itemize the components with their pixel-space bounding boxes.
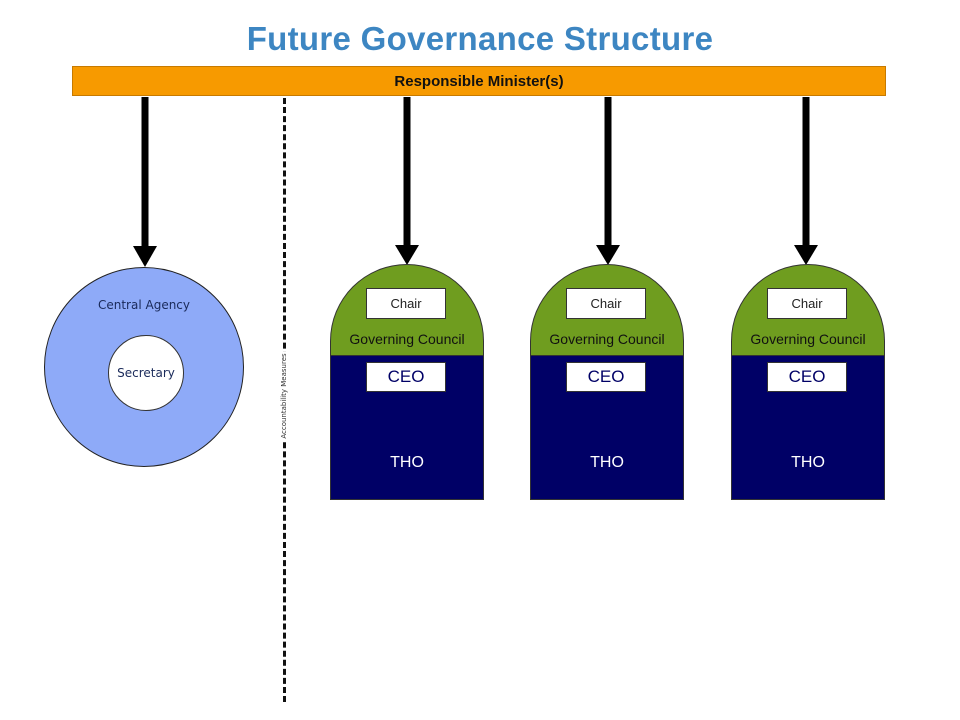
tho-unit-2: Chair Governing Council CEO THO	[530, 264, 684, 500]
arrow-to-central-agency	[133, 97, 157, 267]
secretary-circle: Secretary	[108, 335, 184, 411]
chair-box: Chair	[767, 288, 847, 319]
arrow-to-tho-2	[596, 97, 620, 265]
accountability-measures-label: Accountability Measures	[280, 351, 288, 441]
central-agency-circle: Central Agency Secretary	[44, 267, 244, 467]
chair-box: Chair	[366, 288, 446, 319]
ceo-box: CEO	[366, 362, 446, 392]
tho-unit-3: Chair Governing Council CEO THO	[731, 264, 885, 500]
tho-label: THO	[791, 454, 825, 471]
governing-council-label: Governing Council	[750, 331, 866, 347]
tho-label: THO	[390, 454, 424, 471]
chair-box: Chair	[566, 288, 646, 319]
tho-unit-1: Chair Governing Council CEO THO	[330, 264, 484, 500]
central-agency-label: Central Agency	[97, 298, 191, 312]
tho-label: THO	[590, 454, 624, 471]
minister-bar-label: Responsible Minister(s)	[394, 72, 564, 90]
responsible-minister-bar: Responsible Minister(s)	[72, 66, 886, 96]
secretary-label: Secretary	[117, 366, 175, 380]
arrow-to-tho-3	[794, 97, 818, 265]
ceo-box: CEO	[566, 362, 646, 392]
arrow-to-tho-1	[395, 97, 419, 265]
page-title: Future Governance Structure	[246, 20, 714, 57]
ceo-box: CEO	[767, 362, 847, 392]
governing-council-label: Governing Council	[349, 331, 465, 347]
governing-council-label: Governing Council	[549, 331, 665, 347]
